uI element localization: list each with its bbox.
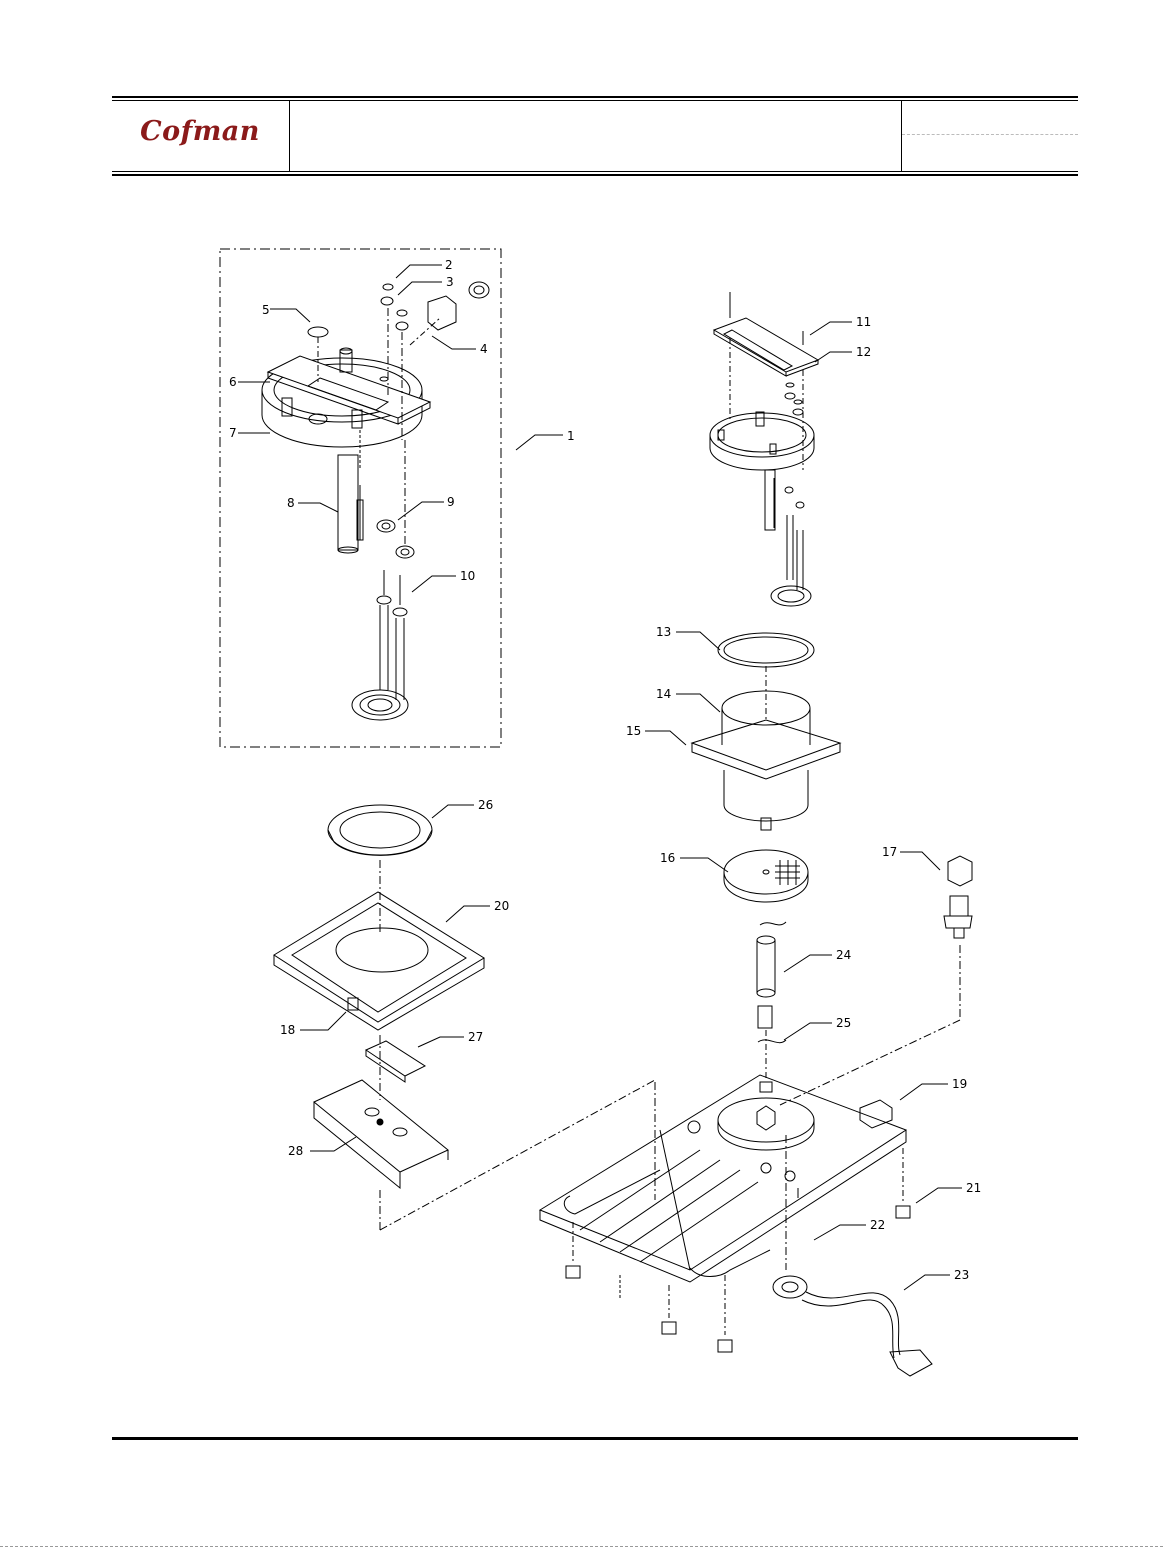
callout-25: 25	[836, 1016, 851, 1030]
callout-4: 4	[480, 342, 488, 356]
callout-7: 7	[229, 426, 237, 440]
callout-20: 20	[494, 899, 509, 913]
callout-2: 2	[445, 258, 453, 272]
callout-27: 27	[468, 1030, 483, 1044]
callout-18: 18	[280, 1023, 295, 1037]
callout-22: 22	[870, 1218, 885, 1232]
callout-1: 1	[567, 429, 575, 443]
callout-21: 21	[966, 1181, 981, 1195]
gasket-13	[718, 633, 814, 667]
pressure-fitting	[780, 856, 972, 1105]
callout-26: 26	[478, 798, 493, 812]
drip-tray-assembly	[274, 805, 655, 1230]
callout-12: 12	[856, 345, 871, 359]
callout-3: 3	[446, 275, 454, 289]
callout-16: 16	[660, 851, 675, 865]
callout-8: 8	[287, 496, 295, 510]
filter-plate	[724, 850, 808, 902]
callout-14: 14	[656, 687, 671, 701]
drain-tube	[757, 922, 786, 1043]
callout-13: 13	[656, 625, 671, 639]
callout-17: 17	[882, 845, 897, 859]
callout-10: 10	[460, 569, 475, 583]
footer-rule	[112, 1437, 1078, 1440]
callout-15: 15	[626, 724, 641, 738]
power-cord	[773, 1276, 932, 1376]
heating-head-assembled	[710, 292, 818, 606]
base-chassis	[540, 1030, 910, 1352]
part-callouts: 1 2 3 4 5 6 7 8 9 10 11 12 13 14 15 16 1…	[229, 258, 981, 1282]
callout-23: 23	[954, 1268, 969, 1282]
callout-11: 11	[856, 315, 871, 329]
callout-28: 28	[288, 1144, 303, 1158]
heating-head-assembly	[262, 282, 489, 720]
callout-5: 5	[262, 303, 270, 317]
callout-9: 9	[447, 495, 455, 509]
callout-24: 24	[836, 948, 851, 962]
callout-19: 19	[952, 1077, 967, 1091]
callout-6: 6	[229, 375, 237, 389]
boiler	[692, 666, 840, 830]
page-bottom-edge	[0, 1546, 1163, 1547]
